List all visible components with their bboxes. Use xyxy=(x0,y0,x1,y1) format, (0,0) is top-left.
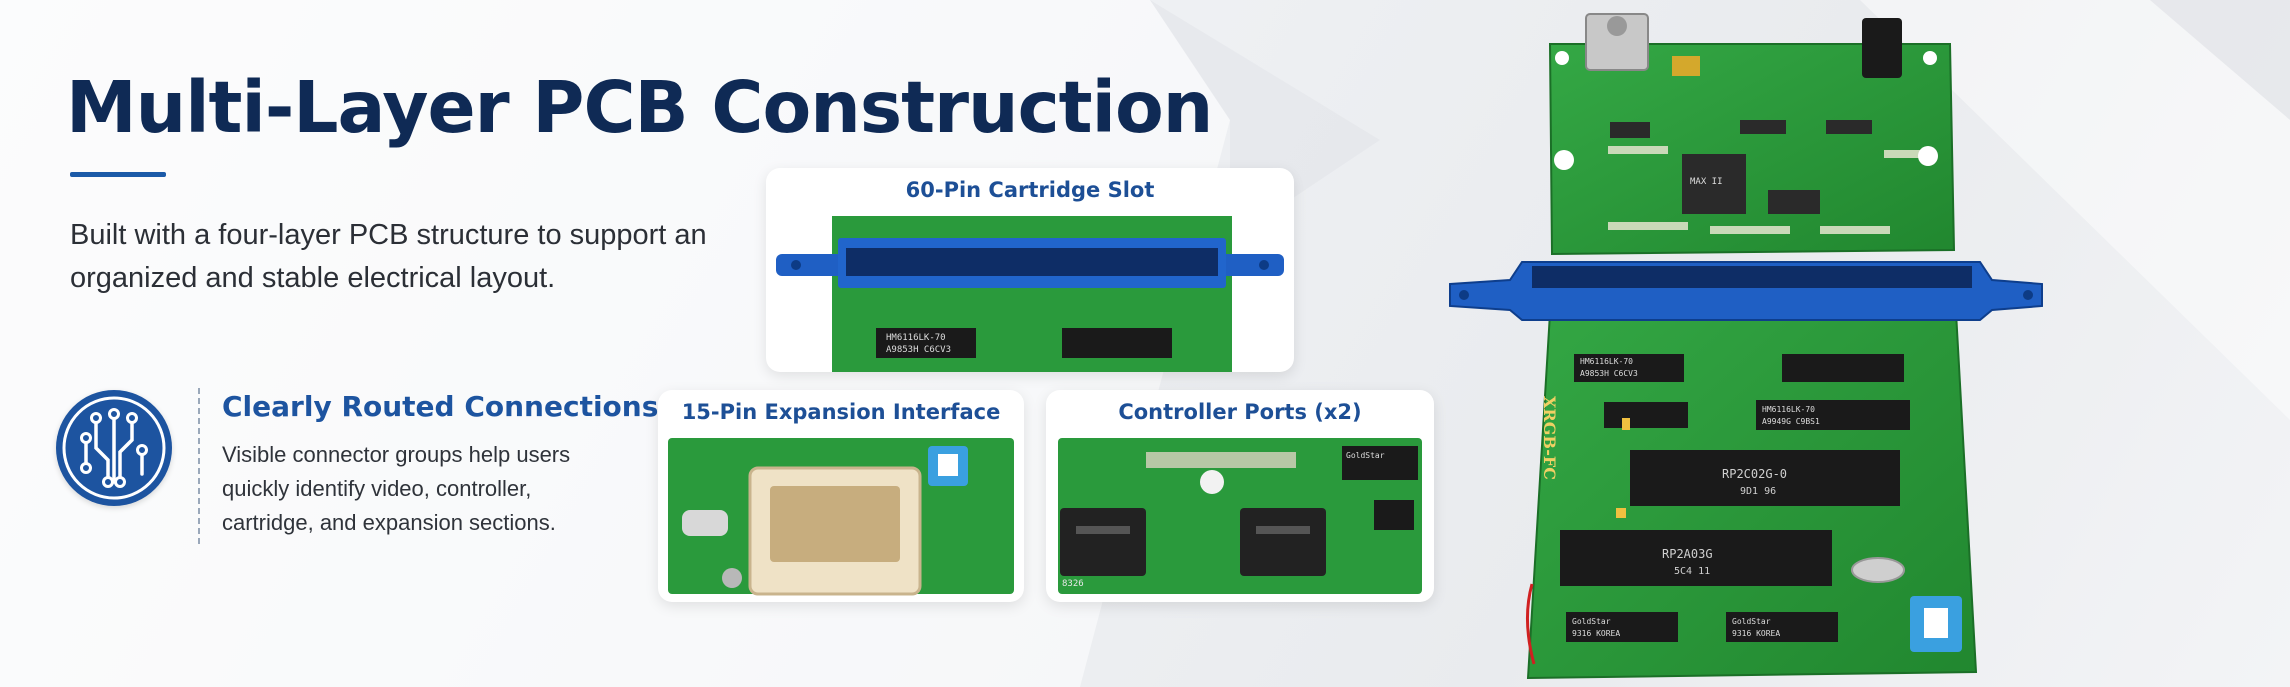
cpu-label: RP2A03G xyxy=(1662,547,1713,561)
circuit-icon xyxy=(56,390,172,506)
slot-chip-sub: A9853H C6CV3 xyxy=(886,345,951,355)
feature-text: Visible connector groups help users quic… xyxy=(222,442,571,535)
callout-label: 60-Pin Cartridge Slot xyxy=(905,178,1155,202)
ram-top-label: HM6116LK-70 xyxy=(1580,357,1633,366)
slot-chip-label: HM6116LK-70 xyxy=(886,333,946,343)
fpga-label: MAX II xyxy=(1690,177,1723,187)
logic-right-label: GoldStar xyxy=(1732,617,1771,626)
ram-right-sub: A9949G C9BS1 xyxy=(1762,417,1820,426)
port-code-label: 8326 xyxy=(1062,579,1084,589)
board-silkscreen: XRGB-FC xyxy=(1540,396,1559,480)
cpu-sub: 5C4 11 xyxy=(1674,566,1710,577)
title-underline xyxy=(70,172,166,177)
page-title: Multi-Layer PCB Construction xyxy=(66,66,1213,149)
callout-cartridge-slot: 60-Pin Cartridge Slot HM6116LK-70 A9853H… xyxy=(766,168,1294,372)
ppu-sub: 9D1 96 xyxy=(1740,486,1776,497)
feature-title: Clearly Routed Connections xyxy=(222,390,659,423)
logic-right-sub: 9316 KOREA xyxy=(1732,629,1780,638)
callout-controller-ports: Controller Ports (x2) GoldStar 8326 xyxy=(1046,390,1434,602)
page-description: Built with a four-layer PCB structure to… xyxy=(70,219,707,294)
logic-left-sub: 9316 KOREA xyxy=(1572,629,1620,638)
controller-ports-photo: GoldStar 8326 xyxy=(1058,438,1422,594)
ram-top-sub: A9853H C6CV3 xyxy=(1580,369,1638,378)
logic-left-label: GoldStar xyxy=(1572,617,1611,626)
callout-label: 15-Pin Expansion Interface xyxy=(681,400,1001,424)
expansion-interface-photo xyxy=(668,438,1014,596)
feature-divider xyxy=(198,388,200,544)
ram-right-label: HM6116LK-70 xyxy=(1762,405,1815,414)
callout-label: Controller Ports (x2) xyxy=(1118,400,1362,424)
main-pcb-board: MAX II HM6116LK-70 A9853H C6CV3 HM6116LK… xyxy=(1449,13,2043,680)
cartridge-slot-photo: HM6116LK-70 A9853H C6CV3 xyxy=(776,216,1284,372)
port-chip-label: GoldStar xyxy=(1346,451,1385,460)
callout-expansion-interface: 15-Pin Expansion Interface xyxy=(658,390,1024,602)
ppu-label: RP2C02G-0 xyxy=(1722,467,1787,481)
